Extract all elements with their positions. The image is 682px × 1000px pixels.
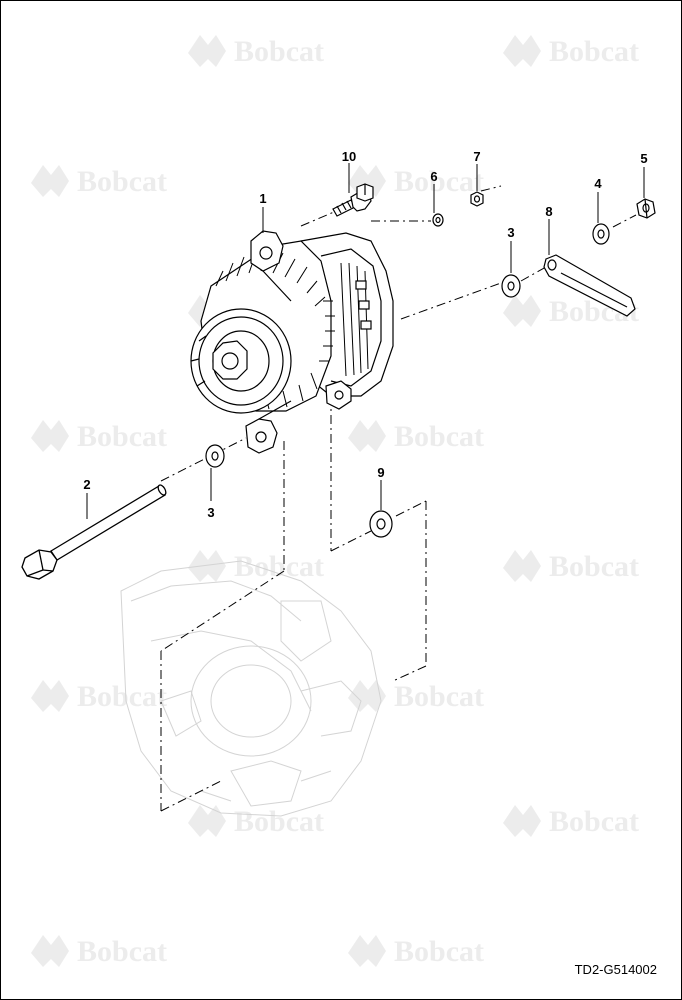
watermark: Bobcat [31,165,167,198]
alternator [190,230,394,454]
watermark: Bobcat [503,35,639,68]
watermark-text: Bobcat [394,680,484,713]
bobcat-logo-icon [503,805,541,837]
watermark-text: Bobcat [234,550,324,583]
watermark-text: Bobcat [77,935,167,968]
callout-8: 8 [545,204,552,219]
callout-3-rear: 3 [507,225,514,240]
figure-id-label: TD2-G514002 [574,962,657,977]
callout-leaders [86,163,645,519]
callout-1: 1 [259,191,266,206]
nut-5 [636,198,656,219]
watermark-text: Bobcat [394,420,484,453]
watermark-text: Bobcat [394,165,484,198]
nut-7 [470,191,484,207]
watermark: Bobcat [348,420,484,453]
watermark-text: Bobcat [549,35,639,68]
flat-washer-3-rear [501,274,521,298]
lock-washer-6 [432,213,444,227]
callout-10: 10 [342,149,356,164]
callout-4: 4 [594,176,602,191]
callout-5: 5 [640,151,647,166]
bobcat-logo-icon [348,680,386,712]
bobcat-logo-icon [348,420,386,452]
mounting-bracket-8 [543,254,636,317]
callout-9: 9 [377,465,384,480]
bobcat-logo-icon [188,35,226,67]
watermark: Bobcat [348,680,484,713]
watermark: Bobcat [188,805,324,838]
watermark: Bobcat [31,420,167,453]
callout-6: 6 [430,169,437,184]
bobcat-logo-icon [503,295,541,327]
watermark-text: Bobcat [549,805,639,838]
washer-4 [592,223,610,245]
watermark: Bobcat [188,550,324,583]
flat-washer-3-front [205,444,225,468]
watermark-layer: Bobcat Bobcat Bobcat Bobcat Bobcat Bobca… [31,35,639,968]
bobcat-logo-icon [348,935,386,967]
watermark: Bobcat [503,805,639,838]
watermark: Bobcat [503,550,639,583]
watermark: Bobcat [31,680,167,713]
callout-labels: 1 2 3 3 4 5 6 7 8 9 10 [83,149,647,520]
watermark-text: Bobcat [77,680,167,713]
watermark-text: Bobcat [77,420,167,453]
watermark-text: Bobcat [234,35,324,68]
bobcat-logo-icon [31,680,69,712]
watermark-text: Bobcat [77,165,167,198]
callout-3-front: 3 [207,505,214,520]
engine-block-outline [120,560,382,817]
callout-2: 2 [83,477,90,492]
watermark-text: Bobcat [549,550,639,583]
watermark-text: Bobcat [394,935,484,968]
bobcat-logo-icon [31,935,69,967]
watermark: Bobcat [31,935,167,968]
callout-7: 7 [473,149,480,164]
bobcat-logo-icon [503,550,541,582]
watermark: Bobcat [188,35,324,68]
washer-9 [369,510,393,538]
watermark: Bobcat [348,935,484,968]
through-bolt [21,484,167,580]
bolt-10 [332,183,374,217]
assembly-leader-lines [160,185,637,812]
bobcat-logo-icon [188,550,226,582]
bobcat-logo-icon [31,420,69,452]
watermark-text: Bobcat [234,805,324,838]
bobcat-logo-icon [31,165,69,197]
bobcat-logo-icon [188,805,226,837]
bobcat-logo-icon [503,35,541,67]
